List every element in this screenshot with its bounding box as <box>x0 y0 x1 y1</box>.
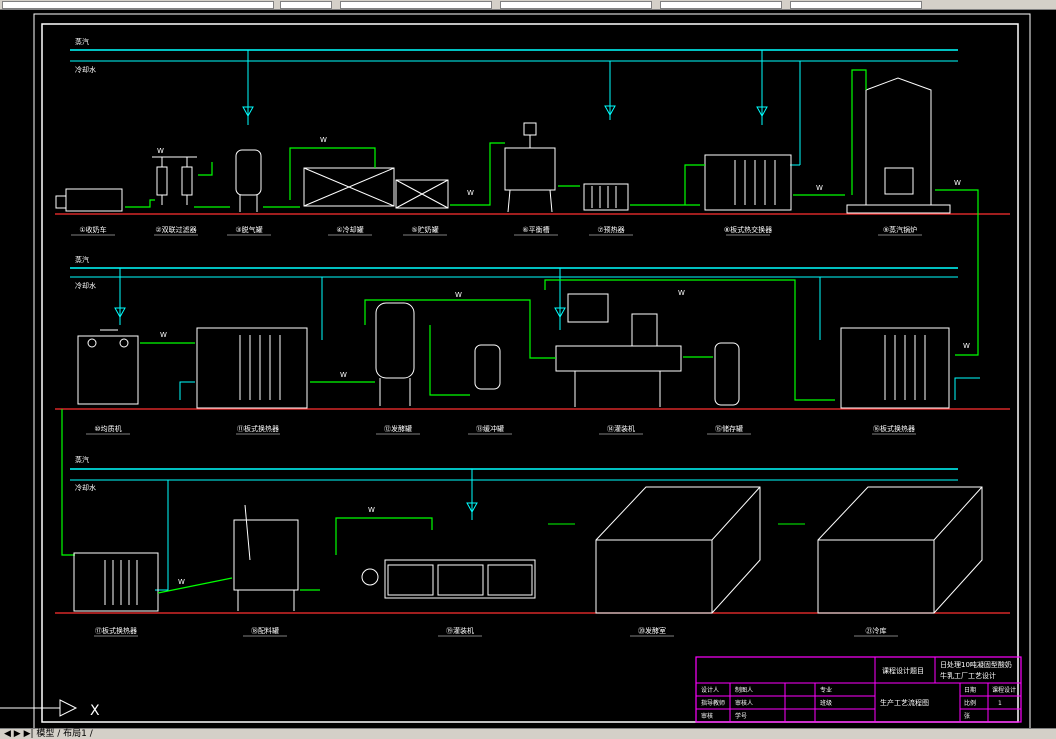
steam-boiler-icon <box>865 77 932 206</box>
equipment-label: ⑨蒸汽锅炉 <box>883 225 917 234</box>
equipment-label: ⑰板式换热器 <box>95 626 137 635</box>
cold-store-icon <box>817 486 983 614</box>
mixing-tank-icon <box>233 519 299 591</box>
filling-machine-2-icon <box>384 559 536 599</box>
deaerator-tank-icon <box>235 149 262 196</box>
cooling-tank-icon <box>303 167 395 207</box>
row3: 蒸汽 冷却水 W W ⑰板式换热器 ⑱配料罐 ⑲灌装机 ⑳发酵室 ㉑冷库 <box>55 455 1010 637</box>
svg-text:W: W <box>954 179 961 187</box>
svg-text:W: W <box>816 184 823 192</box>
duplex-filter-icon <box>156 166 168 196</box>
linetype-dropdown[interactable] <box>500 1 652 9</box>
svg-text:W: W <box>320 136 327 144</box>
equipment-label: ⑥平衡槽 <box>522 225 549 234</box>
equipment-label: ②双联过滤器 <box>155 225 196 234</box>
title-drawing-name: 生产工艺流程图 <box>880 698 929 707</box>
filling-machine-icon <box>555 345 682 372</box>
svg-text:课程设计: 课程设计 <box>992 686 1016 694</box>
equipment-label: ③脱气罐 <box>235 225 262 234</box>
lineweight-dropdown[interactable] <box>660 1 782 9</box>
svg-text:比例: 比例 <box>964 699 976 707</box>
svg-text:W: W <box>455 291 462 299</box>
fermentation-room-icon <box>595 486 761 614</box>
svg-text:W: W <box>340 371 347 379</box>
balance-tank-icon <box>504 147 556 191</box>
milk-truck-icon <box>65 188 123 212</box>
svg-text:W: W <box>157 147 164 155</box>
equipment-label: ⑭灌装机 <box>607 424 635 433</box>
equipment-label: ⑩均质机 <box>94 424 121 433</box>
svg-text:W: W <box>467 189 474 197</box>
svg-text:冷却水: 冷却水 <box>75 281 96 290</box>
equipment-label: ⑳发酵室 <box>638 626 666 635</box>
inner-frame <box>41 23 1019 723</box>
equipment-label: ⑫发酵罐 <box>384 424 412 433</box>
svg-text:冷却水: 冷却水 <box>75 483 96 492</box>
ucs-icon: X <box>0 699 100 719</box>
storage-tank-icon <box>395 179 449 209</box>
preheater-icon <box>583 183 629 211</box>
svg-text:指导教师: 指导教师 <box>701 699 725 707</box>
svg-text:W: W <box>678 289 685 297</box>
row2-equipment-labels: ⑩均质机 ⑪板式换热器 ⑫发酵罐 ⑬缓冲罐 ⑭灌装机 ⑮储存罐 ⑯板式换热器 <box>86 424 916 435</box>
equipment-label: ⑱配料罐 <box>251 626 279 635</box>
homogenizer-icon <box>77 335 139 405</box>
equipment-label: ④冷却罐 <box>336 225 363 234</box>
svg-text:专业: 专业 <box>820 686 832 694</box>
buffer-tank-icon <box>474 344 501 390</box>
row1-equipment-labels: ①收奶车 ②双联过滤器 ③脱气罐 ④冷却罐 ⑤贮奶罐 ⑥平衡槽 ⑦预热器 ⑧板式热交换器 ⑨蒸汽… <box>71 225 922 236</box>
title-project-2: 牛乳工厂工艺设计 <box>940 671 996 680</box>
svg-text:设计人: 设计人 <box>701 686 719 694</box>
storage-tank-2-icon <box>714 342 740 406</box>
svg-text:W: W <box>963 342 970 350</box>
svg-text:制图人: 制图人 <box>735 686 753 694</box>
svg-text:W: W <box>160 331 167 339</box>
equipment-label: ⑮储存罐 <box>715 424 743 433</box>
svg-text:蒸汽: 蒸汽 <box>75 255 89 264</box>
toolbar-strip <box>0 0 1056 10</box>
layer-dropdown[interactable] <box>2 1 274 9</box>
process-flow-drawing[interactable]: 蒸汽 冷却水 <box>0 10 1056 728</box>
title-project-1: 日处理10吨凝固型酸奶 <box>940 660 1012 669</box>
toolbar-icons[interactable] <box>280 1 332 9</box>
plate-exchanger-3-icon <box>840 327 950 409</box>
plate-exchanger-2-icon <box>196 327 308 409</box>
equipment-label: ⑯板式换热器 <box>873 424 915 433</box>
color-dropdown[interactable] <box>340 1 492 9</box>
axis-x-label: X <box>90 703 100 719</box>
cooling-line-label: 冷却水 <box>75 65 96 74</box>
plate-exchanger-4-icon <box>73 552 159 612</box>
plotstyle-dropdown[interactable] <box>790 1 922 9</box>
equipment-label: ⑧板式热交换器 <box>724 225 772 234</box>
equipment-label: ⑪板式换热器 <box>237 424 279 433</box>
steam-line-label: 蒸汽 <box>75 37 89 46</box>
outer-frame <box>33 13 1031 728</box>
title-block: 课程设计题目 日处理10吨凝固型酸奶 牛乳工厂工艺设计 生产工艺流程图 设计人 … <box>695 656 1022 723</box>
plate-exchanger-1-icon <box>704 154 792 211</box>
svg-text:日期: 日期 <box>964 686 976 694</box>
equipment-label: ⑬缓冲罐 <box>476 424 504 433</box>
svg-text:蒸汽: 蒸汽 <box>75 455 89 464</box>
title-school: 课程设计题目 <box>882 666 924 675</box>
equipment-label: ①收奶车 <box>79 225 106 234</box>
layout-tabs[interactable]: ◀ ▶ ▶| 模型 / 布局1 / <box>4 729 93 739</box>
equipment-label: ㉑冷库 <box>866 626 887 635</box>
equipment-label: ⑤贮奶罐 <box>411 225 438 234</box>
layout-tabs-bar: ◀ ▶ ▶| 模型 / 布局1 / <box>0 728 1056 739</box>
row1: 蒸汽 冷却水 <box>55 37 1010 356</box>
svg-text:W: W <box>368 506 375 514</box>
row2: 蒸汽 冷却水 <box>55 255 1010 556</box>
svg-text:W: W <box>178 578 185 586</box>
svg-text:班级: 班级 <box>820 699 832 707</box>
svg-text:学号: 学号 <box>735 712 747 720</box>
svg-text:1: 1 <box>998 700 1002 707</box>
fermentation-tank-icon <box>375 302 415 379</box>
svg-text:审核人: 审核人 <box>735 699 753 707</box>
row3-equipment-labels: ⑰板式换热器 ⑱配料罐 ⑲灌装机 ⑳发酵室 ㉑冷库 <box>94 626 898 637</box>
equipment-label: ⑲灌装机 <box>446 626 474 635</box>
equipment-label: ⑦预热器 <box>597 225 624 234</box>
svg-text:张: 张 <box>964 712 970 720</box>
svg-text:审核: 审核 <box>701 712 713 720</box>
